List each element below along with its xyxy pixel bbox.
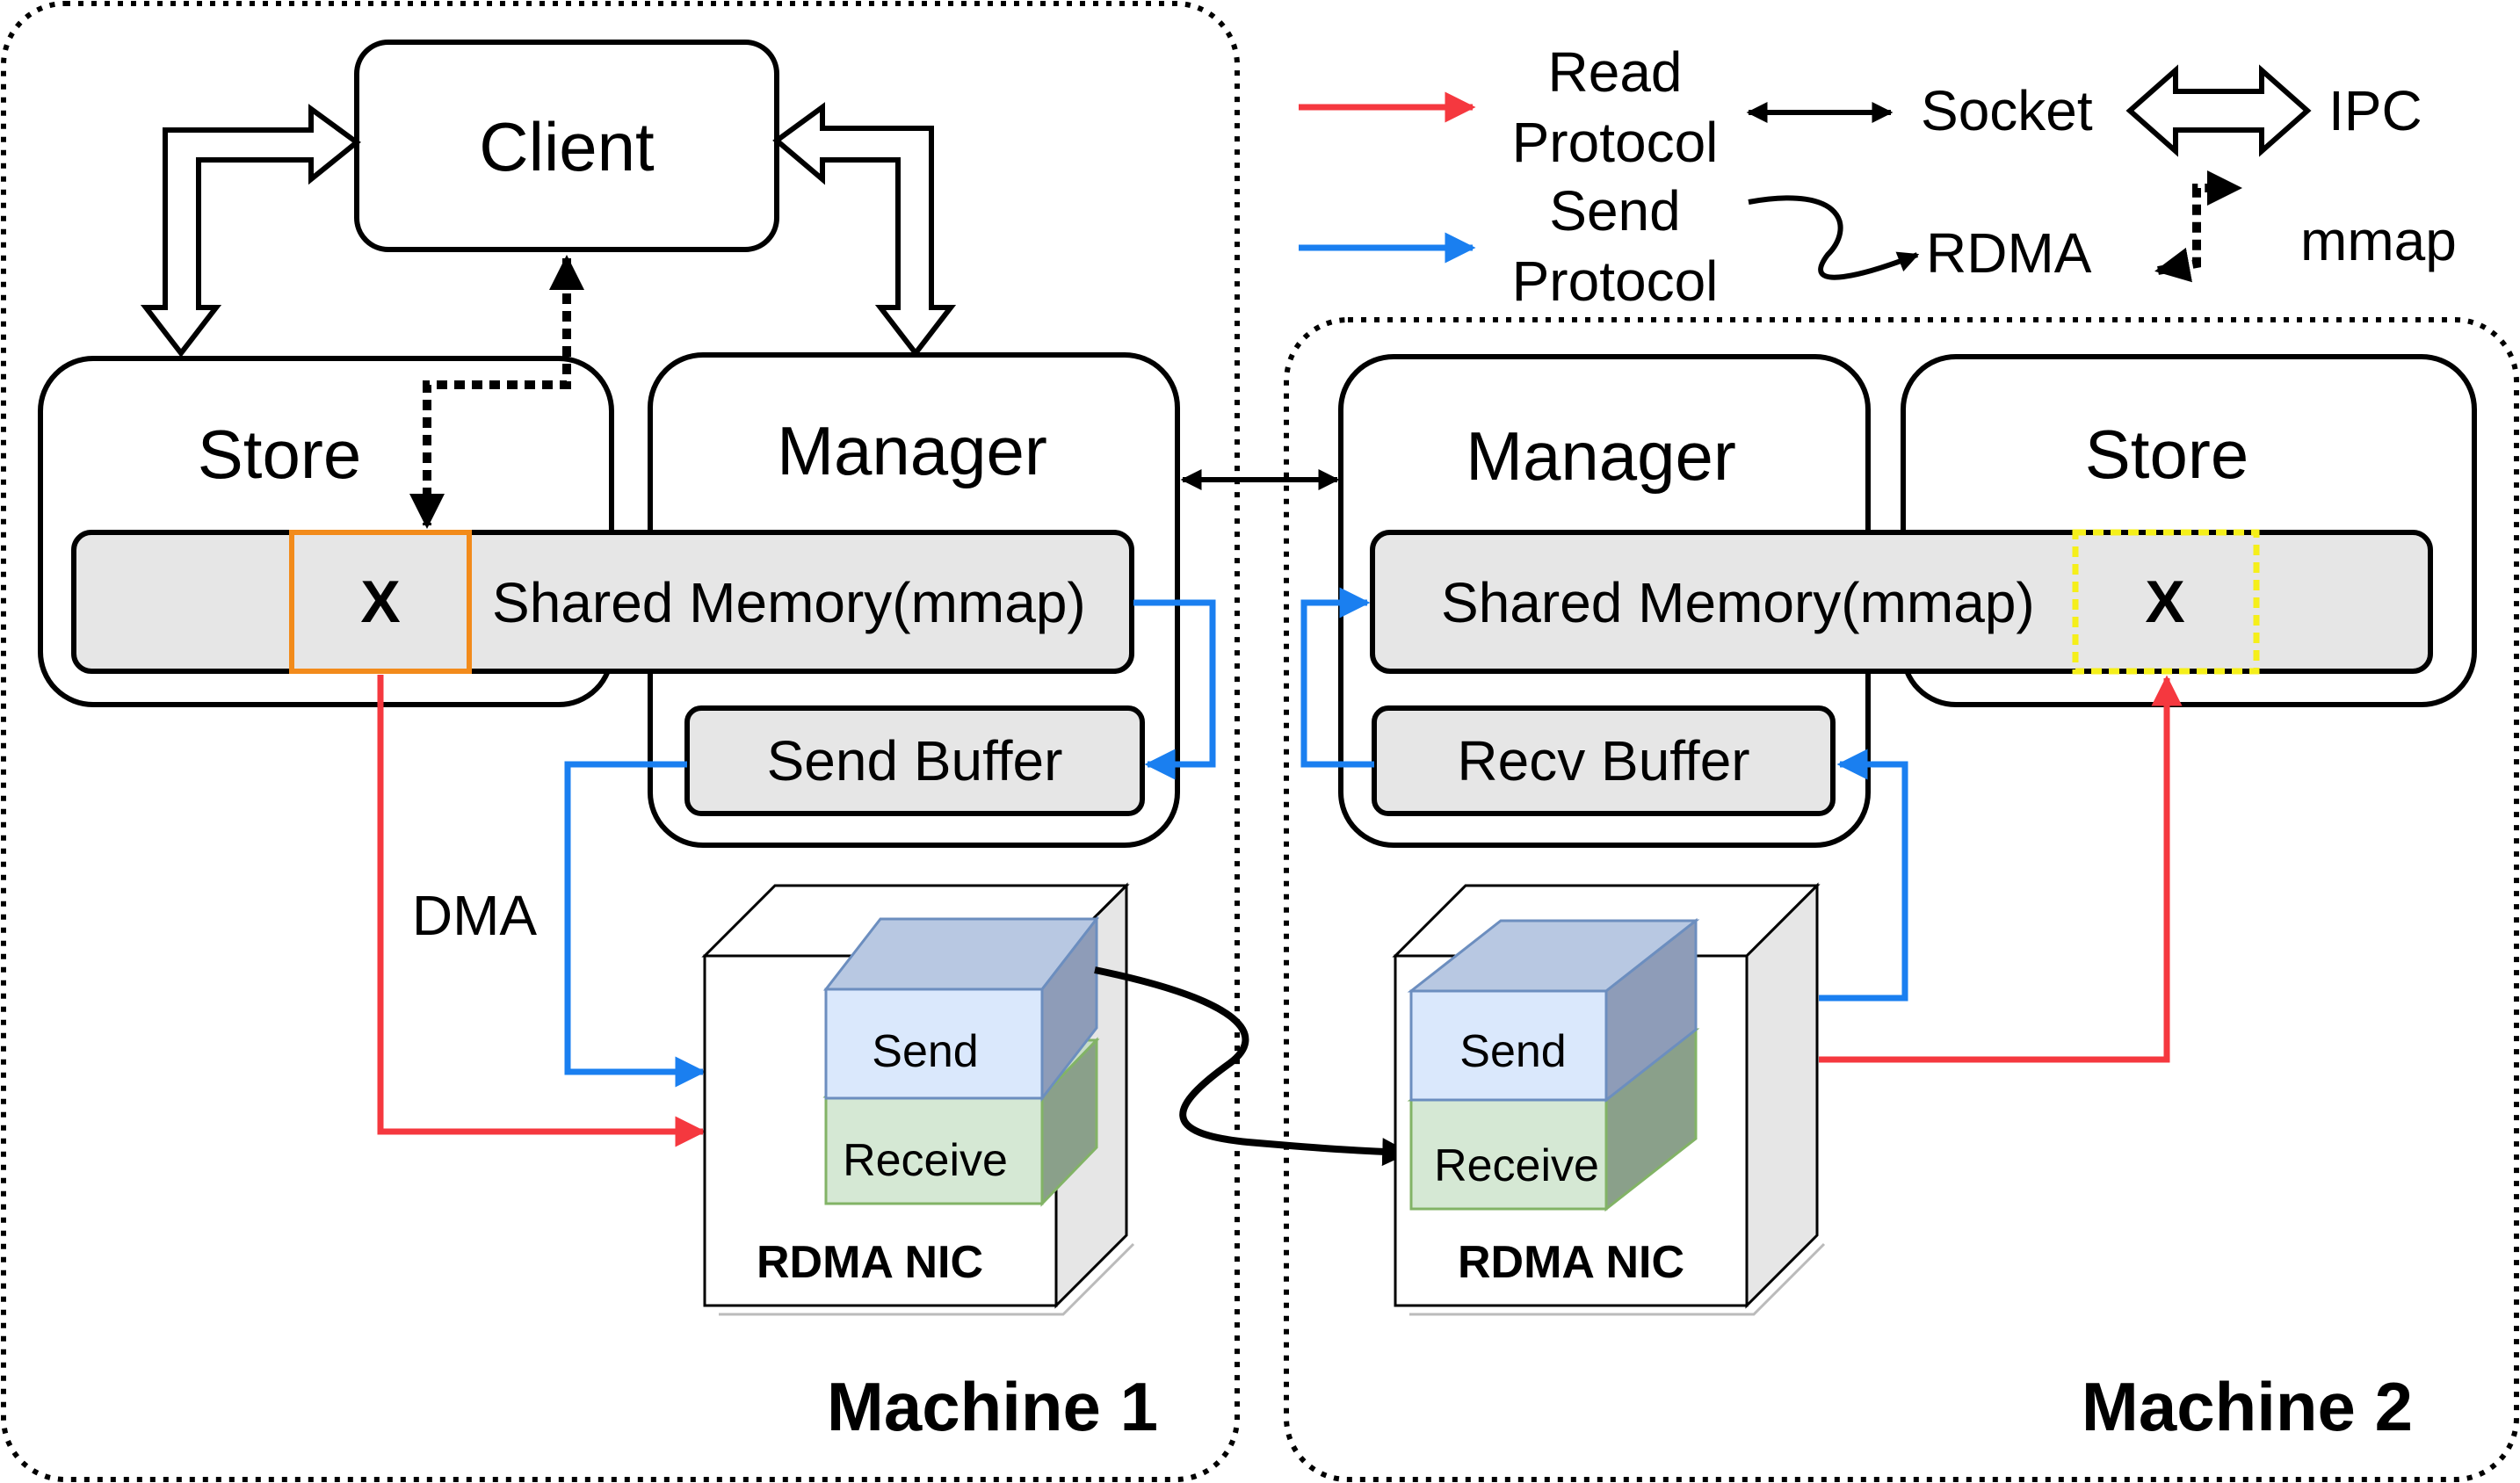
dma-label: DMA: [412, 884, 538, 947]
send-arrow-buffer-to-shm: [1300, 587, 1374, 768]
manager-label-m1: Manager: [777, 412, 1047, 489]
shared-memory-label-m1: Shared Memory(mmap): [492, 571, 1086, 634]
legend: Read Protocol Socket IPC Send Protocol R…: [1299, 40, 2457, 313]
nic-receive-front-m2: [1409, 1098, 1608, 1211]
nic-receive-label-m2: Receive: [1434, 1140, 1599, 1191]
machine1-boundary: [1, 1, 1240, 1482]
machine1: Client Store Manager X Shared Memory(mma…: [38, 40, 1216, 1445]
client-box: [354, 40, 779, 252]
object-x-label-m2: X: [2145, 568, 2184, 635]
send-arrow-shm-to-buffer: [1133, 599, 1216, 780]
object-x-m2: [2072, 529, 2260, 675]
nic-cube-shadow-m2: [1409, 1242, 1826, 1316]
machine2-label: Machine 2: [2082, 1368, 2413, 1445]
shared-memory-m1: [71, 530, 1134, 674]
recv-buffer: [1372, 705, 1836, 816]
legend-socket-label: Socket: [1921, 79, 2093, 142]
nic-send-label-m2: Send: [1459, 1026, 1566, 1077]
object-x-label-m1: X: [360, 568, 400, 635]
send-buffer-label: Send Buffer: [767, 729, 1063, 792]
shared-memory-label-m2: Shared Memory(mmap): [1441, 571, 2035, 634]
nic-label-m2: RDMA NIC: [1458, 1237, 1684, 1288]
mmap-arrow-client-x: [409, 255, 584, 529]
recv-buffer-label: Recv Buffer: [1457, 729, 1749, 792]
nic-cube-shadow-m1: [719, 1242, 1135, 1316]
read-arrow-dma: [377, 675, 706, 1147]
shared-memory-m2: [1370, 530, 2433, 674]
store-label-m2: Store: [2085, 416, 2248, 493]
legend-read-label-2: Protocol: [1512, 111, 1719, 174]
rdma-arrow-nic-to-nic: [1094, 966, 1411, 1167]
legend-ipc-arrow: [2125, 64, 2312, 157]
legend-read-label-1: Read: [1548, 40, 1683, 104]
machine1-label: Machine 1: [827, 1368, 1158, 1445]
nic-receive-front-m1: [824, 1095, 1044, 1205]
ipc-arrow-client-store: [140, 104, 361, 358]
nic-label-m1: RDMA NIC: [757, 1237, 983, 1288]
machine2-boundary: [1284, 317, 2519, 1482]
client-label: Client: [479, 108, 655, 185]
nic-cube-side-m2: [1745, 882, 1819, 1309]
object-x-m1: [289, 530, 472, 674]
rdma-nic-m1: Receive Send RDMA NIC: [701, 882, 1135, 1316]
store-label-m1: Store: [198, 416, 361, 493]
send-arrow-nic-to-buffer: [1819, 749, 1908, 1002]
nic-send-front-m1: [824, 987, 1044, 1100]
machine2: Manager Store Shared Memory(mmap) X Recv…: [1300, 354, 2477, 1445]
nic-send-label-m1: Send: [872, 1026, 978, 1077]
legend-send-label-1: Send: [1549, 179, 1680, 242]
nic-receive-label-m1: Receive: [843, 1135, 1008, 1186]
send-buffer: [684, 705, 1145, 816]
legend-mmap-label: mmap: [2300, 209, 2457, 272]
legend-rdma-arrow: [1748, 195, 1920, 280]
legend-send-label-2: Protocol: [1512, 250, 1719, 313]
legend-mmap-arrow: [2154, 170, 2242, 283]
ipc-arrow-client-manager: [772, 102, 957, 358]
manager-label-m2: Manager: [1466, 417, 1736, 495]
send-arrow-buffer-to-nic: [564, 761, 706, 1088]
nic-send-front-m2: [1409, 989, 1608, 1102]
legend-rdma-label: RDMA: [1926, 221, 2092, 285]
read-arrow-nic-to-x: [1819, 675, 2183, 1063]
legend-ipc-label: IPC: [2328, 79, 2422, 142]
rdma-nic-m2: Receive Send RDMA NIC: [1392, 882, 1826, 1316]
